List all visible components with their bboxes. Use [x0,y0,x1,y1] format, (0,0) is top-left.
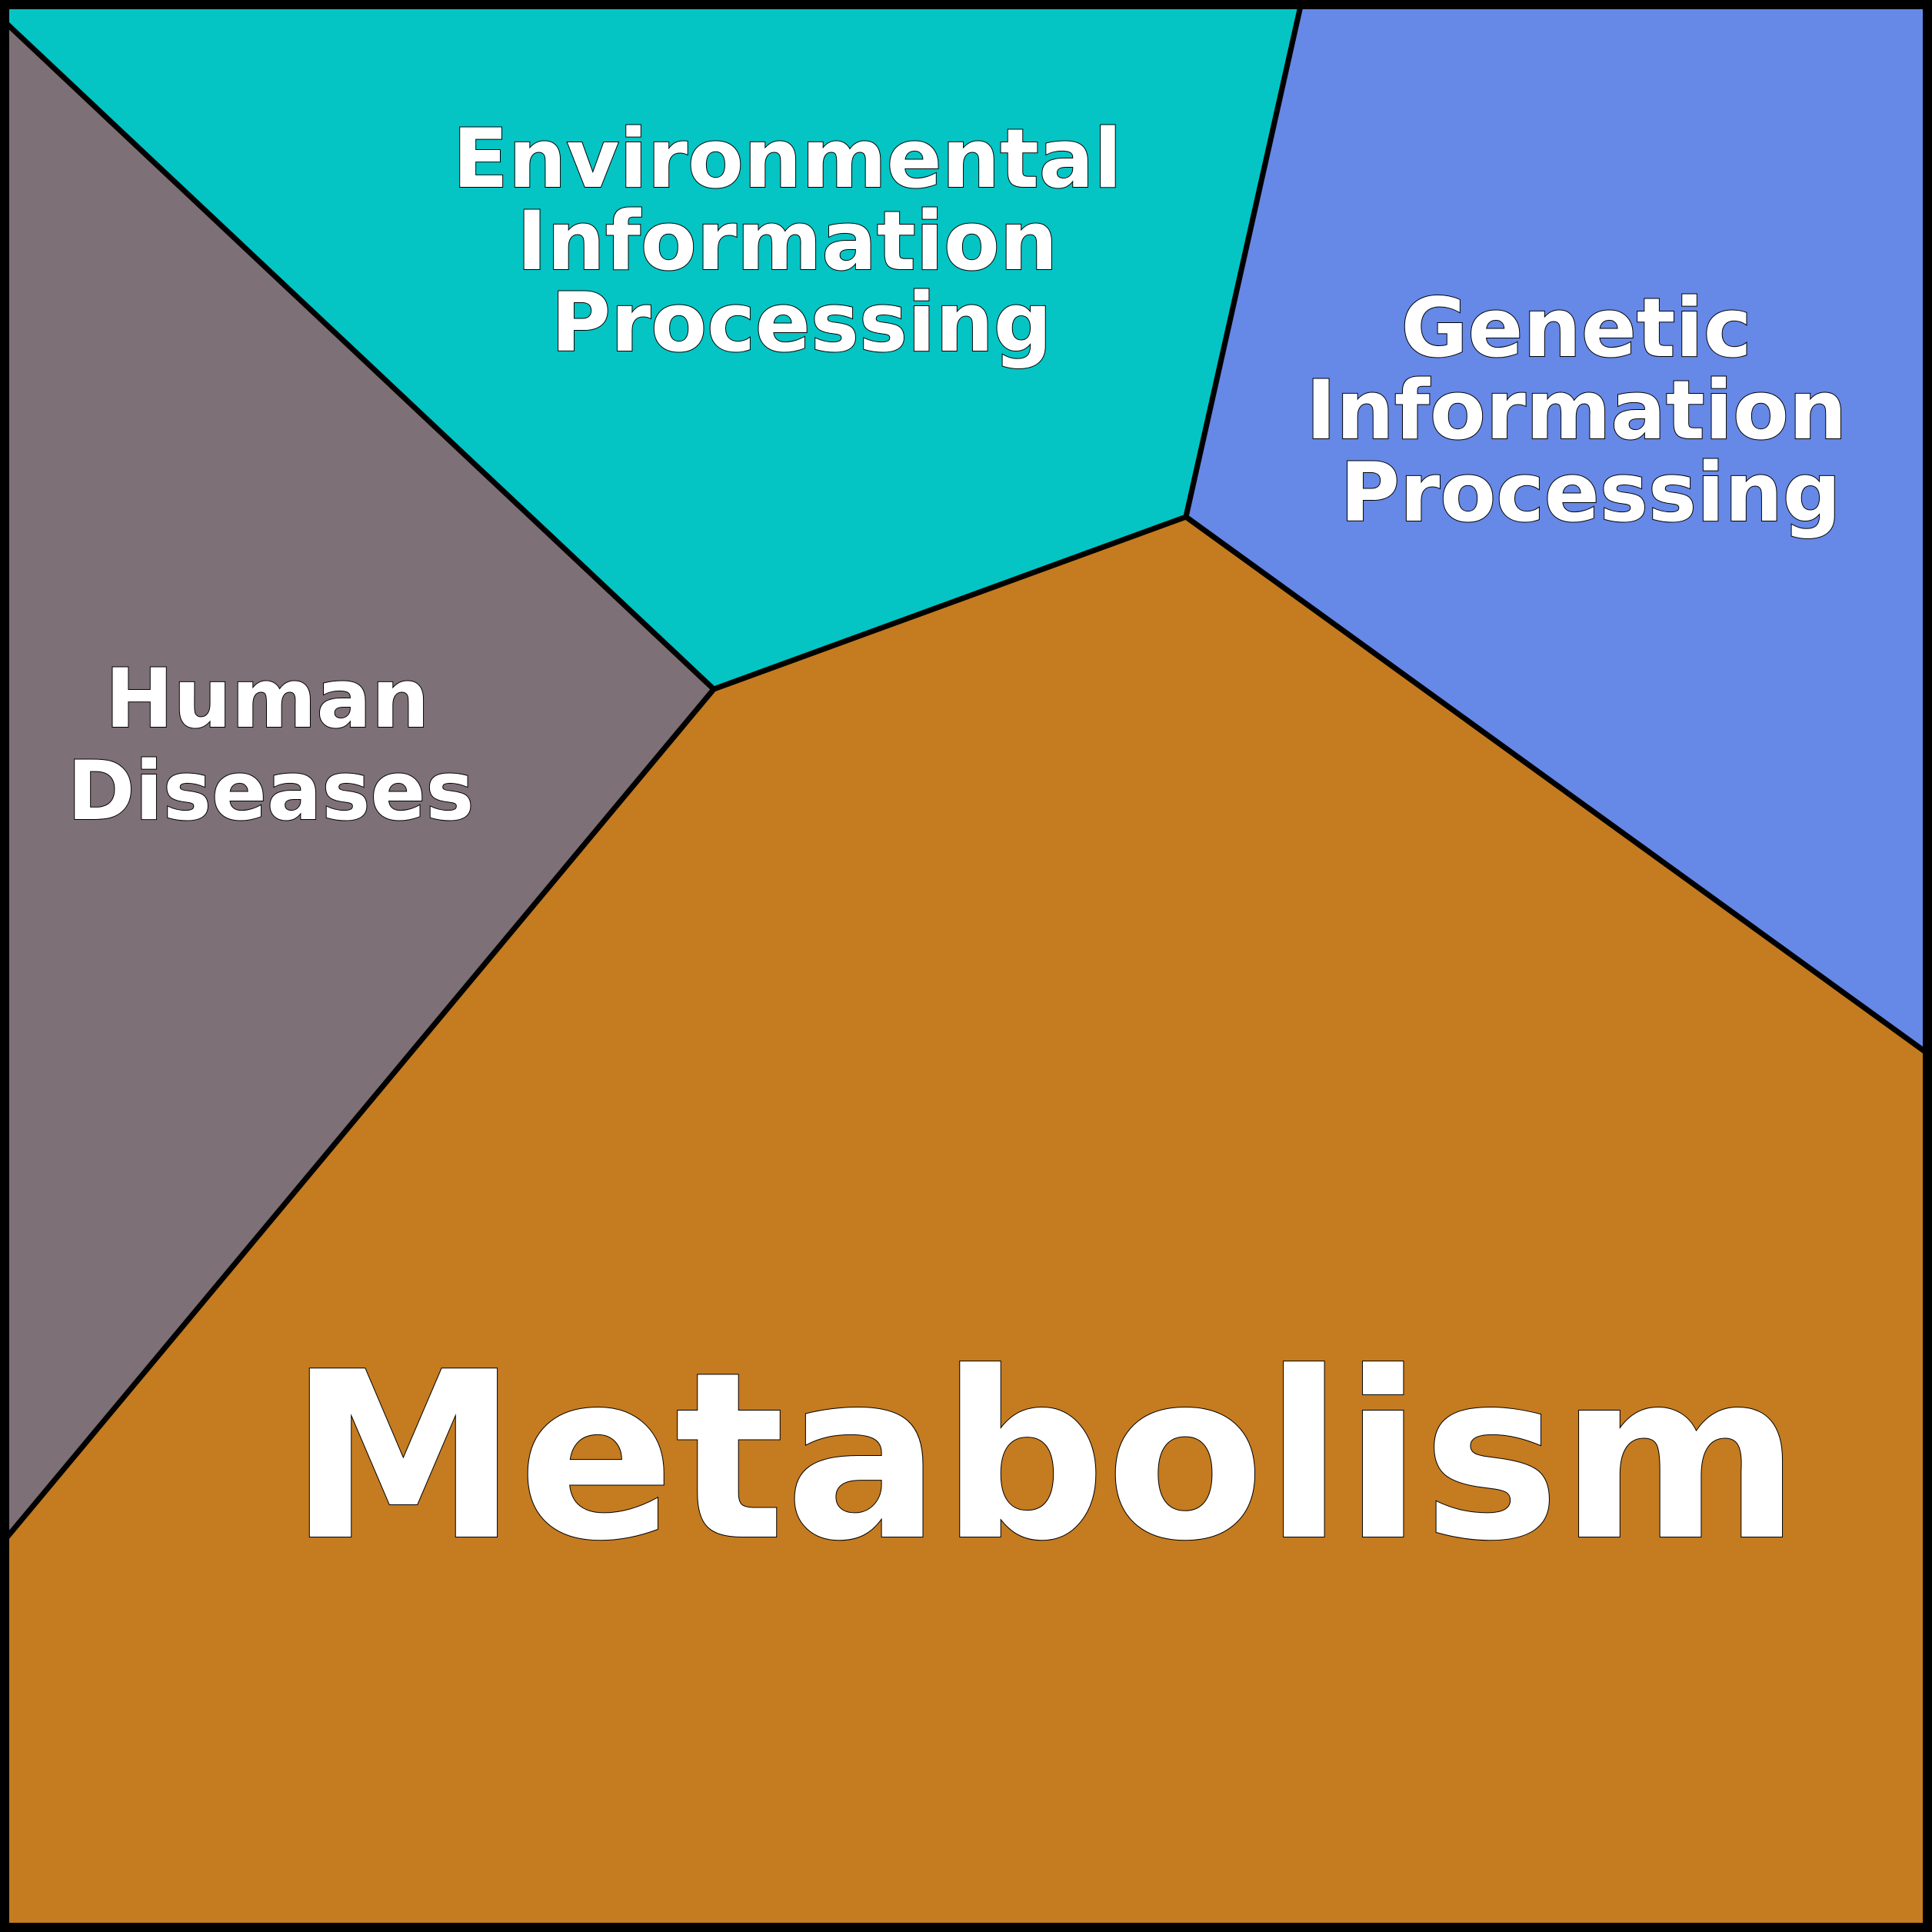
human-diseases-label-line-1: Human [105,651,430,746]
environmental-label-line-1: Environmental [452,112,1121,206]
environmental-information-processing-label: Environmental Information Processing [452,112,1150,370]
genetic-information-processing-label: Genetic Information Processing [1306,281,1875,540]
genetic-label-line-1: Genetic [1401,281,1752,375]
human-diseases-label: Human Diseases [68,651,475,838]
genetic-label-line-3: Processing [1340,445,1840,540]
environmental-label-line-2: Information [517,194,1058,288]
metabolism-label-line-1: Metabolism [288,1323,1800,1591]
human-diseases-label-line-2: Diseases [68,744,475,838]
metabolism-label: Metabolism [288,1323,1800,1591]
environmental-label-line-3: Processing [551,275,1051,370]
genetic-label-line-2: Information [1306,363,1847,458]
